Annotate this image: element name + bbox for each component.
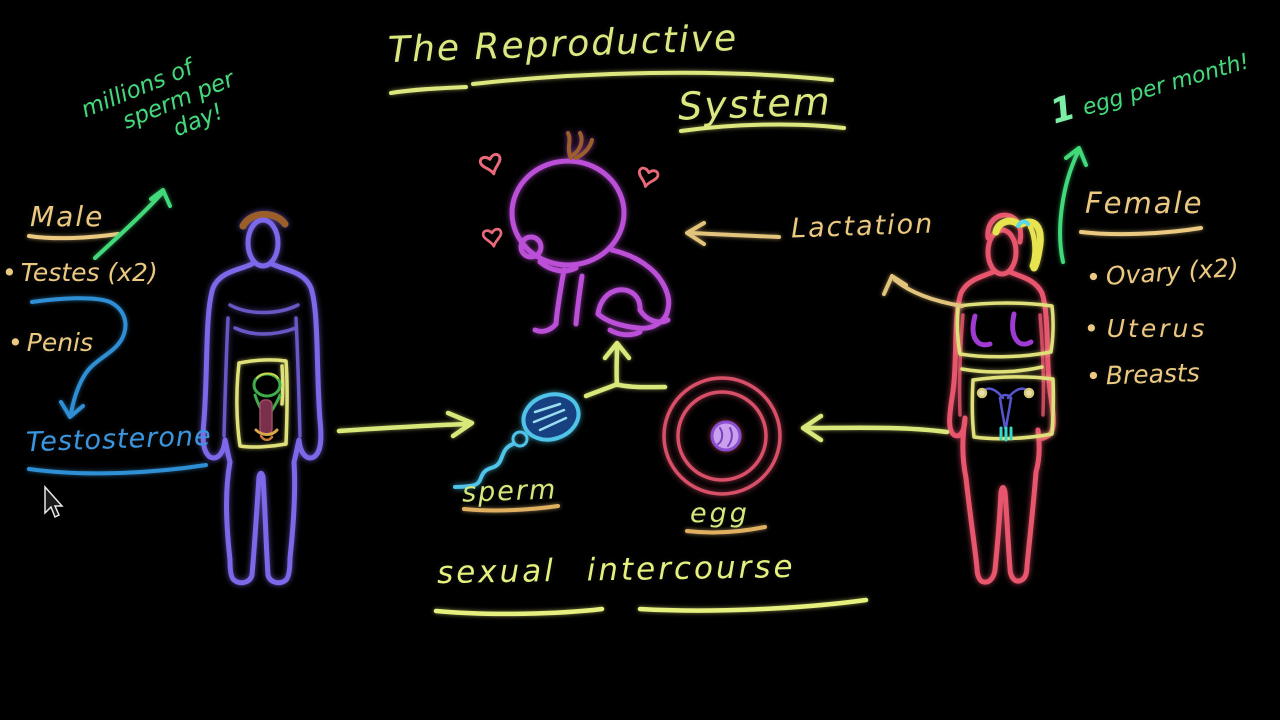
female-chest-box bbox=[955, 301, 1055, 374]
egg-label: egg bbox=[690, 498, 750, 529]
male-body-outline bbox=[200, 261, 324, 586]
bullet: • bbox=[1085, 262, 1102, 293]
female-head bbox=[985, 227, 1019, 277]
male-head bbox=[245, 217, 281, 269]
male-figure-drawing bbox=[200, 211, 324, 586]
heart-icon bbox=[478, 152, 502, 176]
bullet: • bbox=[8, 328, 23, 357]
cursor-icon bbox=[44, 485, 64, 519]
cells-to-baby-arrow bbox=[583, 340, 668, 399]
egg-cell-drawing bbox=[662, 376, 782, 496]
male-pelvic-box bbox=[235, 358, 289, 449]
page-title-line2: System bbox=[677, 79, 833, 129]
female-ponytail bbox=[992, 217, 1044, 272]
tan-underlines bbox=[27, 226, 1203, 535]
male-to-sperm-arrow bbox=[336, 410, 475, 439]
heart-icons bbox=[478, 152, 660, 248]
male-inner-lines bbox=[222, 303, 302, 438]
testosterone-arrow bbox=[27, 296, 208, 476]
male-item-testes: •Testes (x2) bbox=[2, 258, 158, 287]
female-uterus-drawing bbox=[976, 387, 1035, 442]
sperm-label: sperm bbox=[461, 474, 558, 509]
hair-tie bbox=[1016, 219, 1030, 228]
sperm-cell-drawing bbox=[453, 392, 581, 489]
intercourse-underlines bbox=[433, 597, 869, 617]
male-item-penis: •Penis bbox=[8, 328, 93, 357]
bullet: • bbox=[1084, 314, 1102, 343]
testosterone-label: Testosterone bbox=[25, 420, 213, 459]
female-breasts-drawing bbox=[970, 311, 1034, 348]
male-organs-drawing bbox=[252, 372, 282, 442]
female-to-egg-arrow bbox=[800, 413, 950, 443]
male-hair bbox=[239, 211, 289, 230]
bullet: • bbox=[2, 258, 17, 287]
baby-hair bbox=[566, 131, 594, 160]
breast-to-lactation-arrow bbox=[882, 274, 964, 308]
female-item-label: Breasts bbox=[1105, 358, 1201, 391]
male-item-label: Testes (x2) bbox=[20, 258, 158, 287]
bullet: • bbox=[1085, 361, 1102, 391]
female-heading: Female bbox=[1085, 186, 1204, 220]
egg-note-arrow bbox=[1058, 146, 1088, 264]
lactation-label: Lactation bbox=[790, 208, 935, 245]
female-item-breasts: •Breasts bbox=[1086, 358, 1201, 391]
female-item-label: Uterus bbox=[1106, 314, 1208, 343]
title-underlines bbox=[389, 70, 846, 133]
heart-icon bbox=[481, 227, 503, 248]
heart-icon bbox=[637, 166, 660, 188]
lactation-to-baby-arrow bbox=[685, 221, 781, 246]
sperm-note-arrow bbox=[93, 188, 172, 260]
female-pelvic-box bbox=[970, 375, 1056, 441]
baby-drawing bbox=[509, 131, 672, 338]
sexual-intercourse-label: sexual intercourse bbox=[436, 548, 796, 592]
female-hairline bbox=[985, 212, 1024, 245]
male-heading: Male bbox=[30, 200, 105, 233]
female-figure-drawing bbox=[947, 212, 1056, 585]
female-item-uterus: •Uterus bbox=[1084, 314, 1207, 343]
male-item-label: Penis bbox=[26, 328, 94, 357]
